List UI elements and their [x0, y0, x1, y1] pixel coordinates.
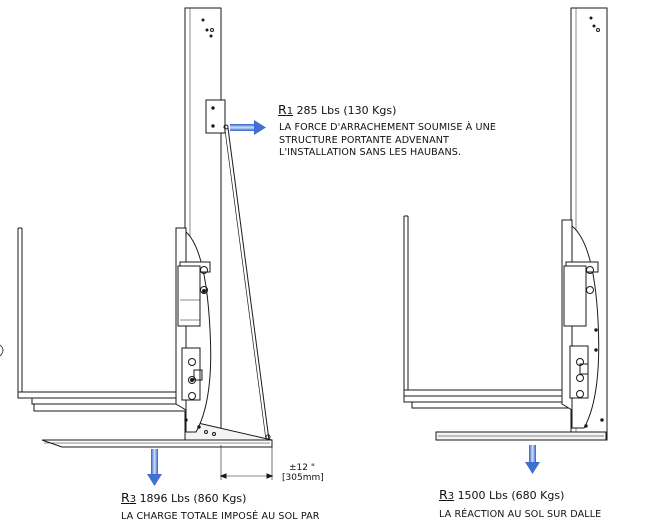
r3-left-letter: R [121, 490, 130, 505]
r1-letter: R [278, 102, 287, 117]
r1-heading: R1 285 Lbs (130 Kgs) [278, 102, 397, 118]
r3-right-value: 1500 Lbs (680 Kgs) [457, 489, 565, 502]
r3-left-arrow-icon [147, 449, 162, 486]
left-cabin-floor [17, 391, 187, 399]
r3-right-letter: R [439, 487, 448, 502]
dimension-label: ±12 " [305mm] [282, 463, 324, 483]
r1-subscript: 1 [286, 106, 294, 117]
r3-left-subscript: 3 [129, 494, 137, 505]
r3-left-description: LA CHARGE TOTALE IMPOSÉ AU SOL PAR [121, 511, 320, 524]
r1-value: 285 Lbs (130 Kgs) [296, 104, 397, 117]
r1-arrow-icon [230, 120, 266, 135]
r3-right-heading: R3 1500 Lbs (680 Kgs) [439, 487, 565, 503]
r1-line-2: STRUCTURE PORTANTE ADVENANT [279, 134, 450, 146]
dimension-metric: [305mm] [282, 473, 324, 483]
r3-right-description: LA RÉACTION AU SOL SUR DALLE [439, 509, 601, 522]
left-ramp [41, 439, 273, 448]
r3-right-arrow-icon [525, 445, 540, 474]
r1-description: LA FORCE D'ARRACHEMENT SOUMISE À UNE STR… [279, 122, 496, 160]
dimension-imperial: ±12 " [289, 463, 315, 473]
stay-cable [227, 127, 270, 441]
r3-right-line-1: LA RÉACTION AU SOL SUR DALLE [439, 509, 602, 520]
left-top-bracket [205, 99, 226, 134]
left-lift [0, 7, 274, 480]
r3-left-value: 1896 Lbs (860 Kgs) [139, 492, 247, 505]
r3-right-subscript: 3 [447, 491, 455, 502]
right-lift [403, 7, 608, 441]
r3-left-heading: R3 1896 Lbs (860 Kgs) [121, 490, 247, 506]
r3-left-line-1: LA CHARGE TOTALE IMPOSÉ AU SOL PAR [121, 511, 320, 522]
right-cabin-floor [403, 389, 573, 397]
r1-line-1: LA FORCE D'ARRACHEMENT SOUMISE À UNE [279, 122, 497, 133]
r1-line-3: L'INSTALLATION SANS LES HAUBANS. [279, 147, 462, 158]
